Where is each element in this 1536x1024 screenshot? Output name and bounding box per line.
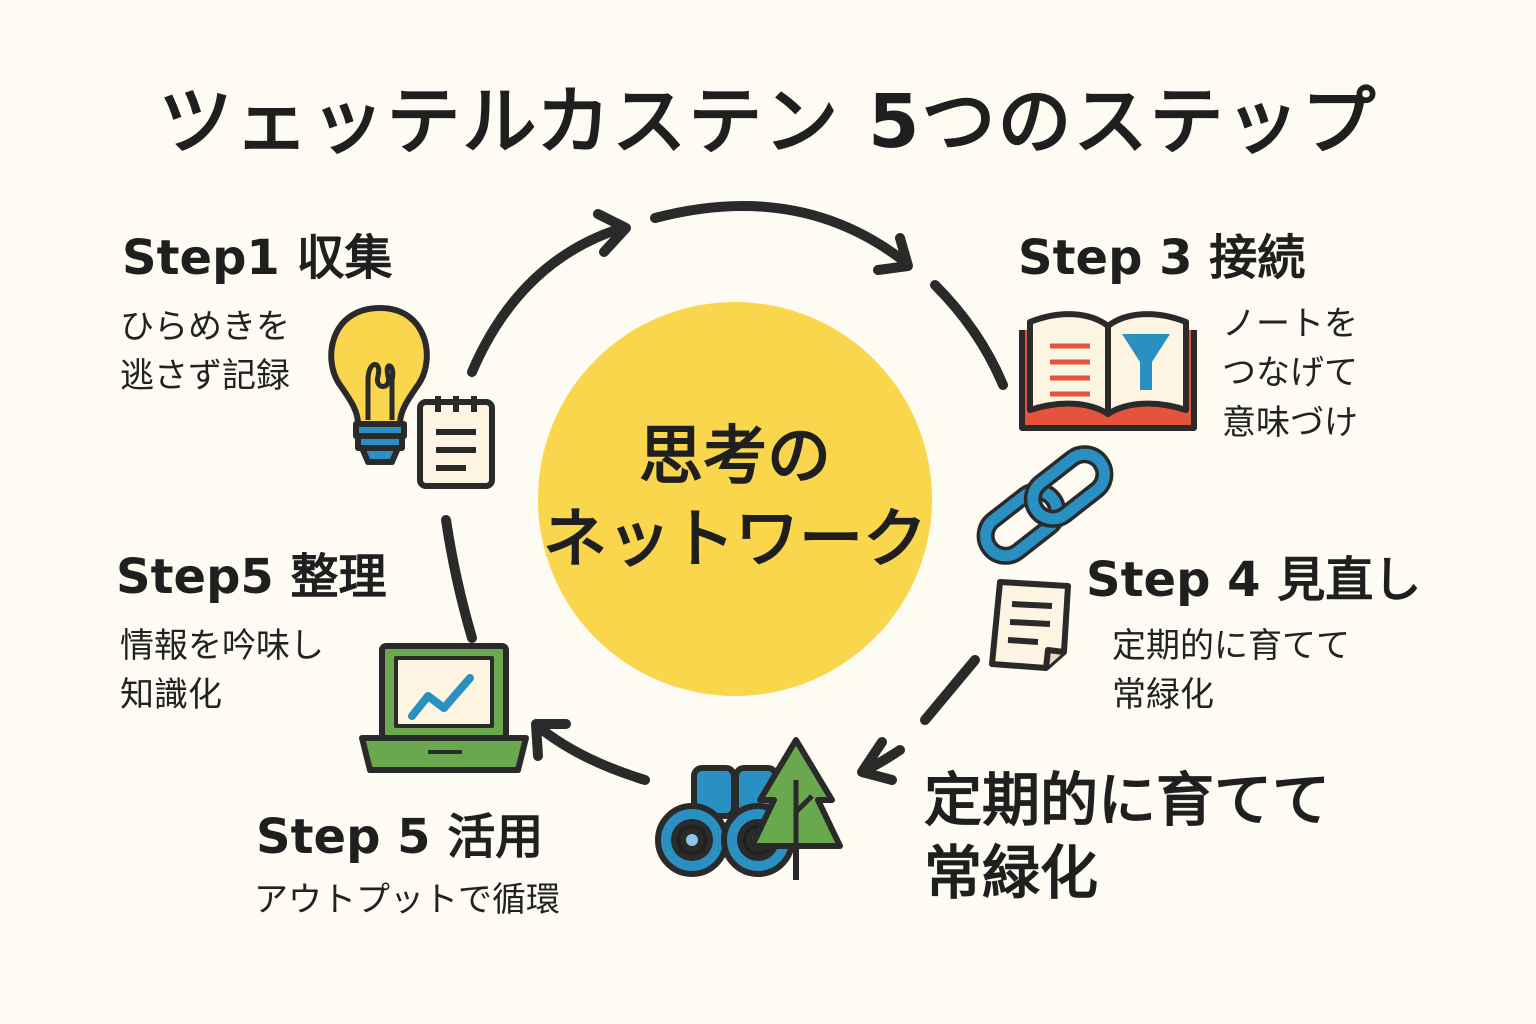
arrow-step4-down bbox=[920, 655, 980, 725]
step5-organize-heading: Step5 整理 bbox=[116, 549, 387, 605]
step3-heading: Step 3 接続 bbox=[1018, 230, 1306, 286]
step4-heading: Step 4 見直し bbox=[1086, 552, 1422, 608]
arrowhead-step3 bbox=[873, 233, 913, 275]
evergreen-note: 定期的に育てて 常緑化 bbox=[924, 766, 1331, 907]
tree-icon bbox=[749, 737, 843, 880]
arrowhead-binoculars bbox=[857, 737, 897, 785]
arrow-step1-to-top bbox=[467, 223, 627, 377]
step5-organize-description: 情報を吟味し 知識化 bbox=[120, 626, 324, 716]
chain-link-icon bbox=[976, 445, 1114, 565]
arrow-left-up bbox=[441, 515, 477, 643]
diagram-title: ツェッテルカステン 5つのステップ bbox=[158, 79, 1378, 165]
arrow-to-laptop bbox=[535, 723, 650, 785]
step5-use-heading: Step 5 活用 bbox=[256, 809, 544, 865]
lightbulb-icon bbox=[328, 305, 430, 465]
step5-use-description: アウトプットで循環 bbox=[254, 880, 560, 920]
arrowhead-top bbox=[593, 209, 631, 257]
step4-description: 定期的に育てて 常緑化 bbox=[1112, 626, 1350, 716]
open-book-icon bbox=[1019, 311, 1197, 431]
arrow-step3-down bbox=[930, 280, 1008, 390]
center-label: 思考の ネットワーク bbox=[543, 419, 927, 577]
arrowhead-laptop bbox=[531, 719, 571, 761]
document-icon bbox=[989, 579, 1071, 671]
center-circle: 思考の ネットワーク bbox=[538, 302, 932, 696]
laptop-chart-icon bbox=[359, 643, 529, 773]
notepad-icon bbox=[417, 396, 495, 489]
step1-heading: Step1 収集 bbox=[122, 230, 393, 286]
arrow-top-to-step3 bbox=[650, 201, 910, 267]
step1-description: ひらめきを 逃さず記録 bbox=[120, 307, 290, 397]
step3-description: ノートを つなげて 意味づけ bbox=[1222, 304, 1358, 443]
